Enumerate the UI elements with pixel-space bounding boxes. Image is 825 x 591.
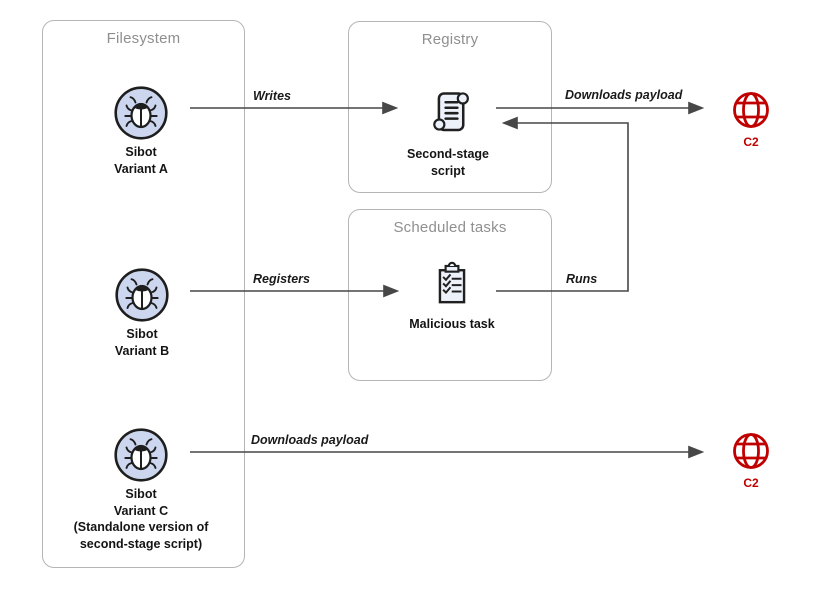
registry-group-box: Registry [348,21,552,193]
node-label-sibot-variant-c: Sibot Variant C (Standalone version of s… [73,487,209,551]
bug-icon [114,86,168,140]
node-label-malicious-task: Malicious task [409,317,495,331]
bug-icon [115,268,169,322]
edge-label-runs: Runs [566,272,598,286]
arrow-runs [496,116,629,292]
node-label-c2-bottom: C2 [743,476,759,490]
clipboard-icon [438,261,466,304]
node-label-second-stage-script: Second-stage script [407,147,489,178]
edge-label-downloads-payload-top: Downloads payload [565,88,683,102]
filesystem-group-title: Filesystem [106,30,181,47]
globe-icon [733,92,769,128]
edge-label-writes: Writes [253,89,291,103]
edge-label-downloads-payload-bottom: Downloads payload [251,433,369,447]
node-label-sibot-variant-b: Sibot Variant B [114,327,170,358]
bug-icon [114,428,168,482]
scroll-icon [433,92,469,132]
globe-icon [733,433,769,469]
node-label-sibot-variant-a: Sibot Variant A [114,145,168,176]
scheduled-tasks-group-title: Scheduled tasks [393,219,507,236]
edge-label-registers: Registers [253,272,310,286]
node-label-c2-top: C2 [743,135,759,149]
registry-group-title: Registry [421,31,479,48]
